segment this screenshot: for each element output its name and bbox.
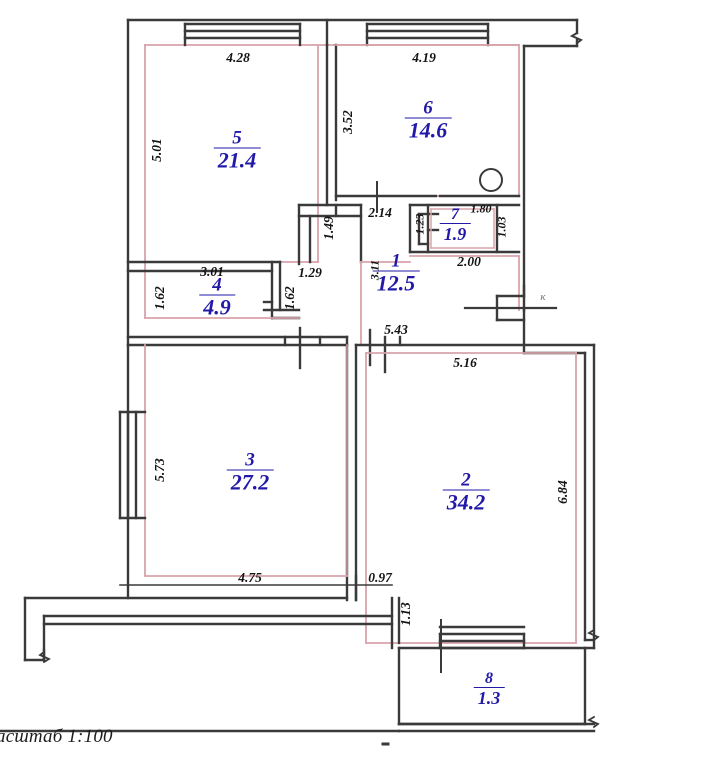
- dimension-5-43: 5.43: [384, 322, 408, 337]
- scale-note: асштаб 1:100: [0, 726, 113, 747]
- room-number: 1: [391, 250, 401, 272]
- dimension-2-14: 2.14: [368, 205, 392, 220]
- dimension-1-03: 1.03: [494, 216, 509, 238]
- dimension-5-01: 5.01: [149, 138, 164, 162]
- dimension-3-52: 3.52: [340, 110, 355, 134]
- dimension-2-00: 2.00: [457, 254, 481, 269]
- door-marker-k: к: [540, 291, 546, 303]
- dimension-1-80: 1.80: [470, 201, 492, 216]
- dimension-1-23: 1.23: [412, 213, 427, 235]
- room-area: 34.2: [442, 489, 490, 514]
- dimension-3-01: 3.01: [200, 264, 224, 279]
- room-area: 14.6: [404, 117, 452, 142]
- dimension-1-49: 1.49: [321, 216, 336, 240]
- room-number: 3: [245, 449, 255, 471]
- dimension-0-97: 0.97: [368, 570, 392, 585]
- dimension-4-75: 4.75: [238, 570, 262, 585]
- room-number: 2: [461, 469, 471, 491]
- room-area: 12.5: [372, 270, 420, 295]
- room-number: 7: [451, 206, 459, 223]
- room-number: 8: [485, 670, 493, 687]
- room-area: 27.2: [226, 469, 274, 494]
- dimension-4-19: 4.19: [412, 50, 436, 65]
- room-area: 21.4: [213, 147, 261, 172]
- room-number: 5: [232, 127, 242, 149]
- dimension-5-73: 5.73: [152, 458, 167, 482]
- dimension-4-28: 4.28: [226, 50, 250, 65]
- room-number: 6: [423, 97, 433, 119]
- dimension-3-11: 3.11: [367, 259, 382, 281]
- wall-lines: [0, 18, 600, 746]
- dimension-1-13: 1.13: [398, 602, 413, 626]
- dimension-6-84: 6.84: [555, 480, 570, 504]
- room-area: 4.9: [199, 294, 235, 319]
- room-area: 1.3: [473, 687, 505, 707]
- dimension-1-29: 1.29: [298, 265, 322, 280]
- dimension-1-62: 1.62: [282, 286, 297, 310]
- dimension-5-16: 5.16: [453, 355, 477, 370]
- dimension-1-62: 1.62: [152, 286, 167, 310]
- room-area: 1.9: [439, 223, 471, 243]
- room-number: 4: [212, 274, 222, 296]
